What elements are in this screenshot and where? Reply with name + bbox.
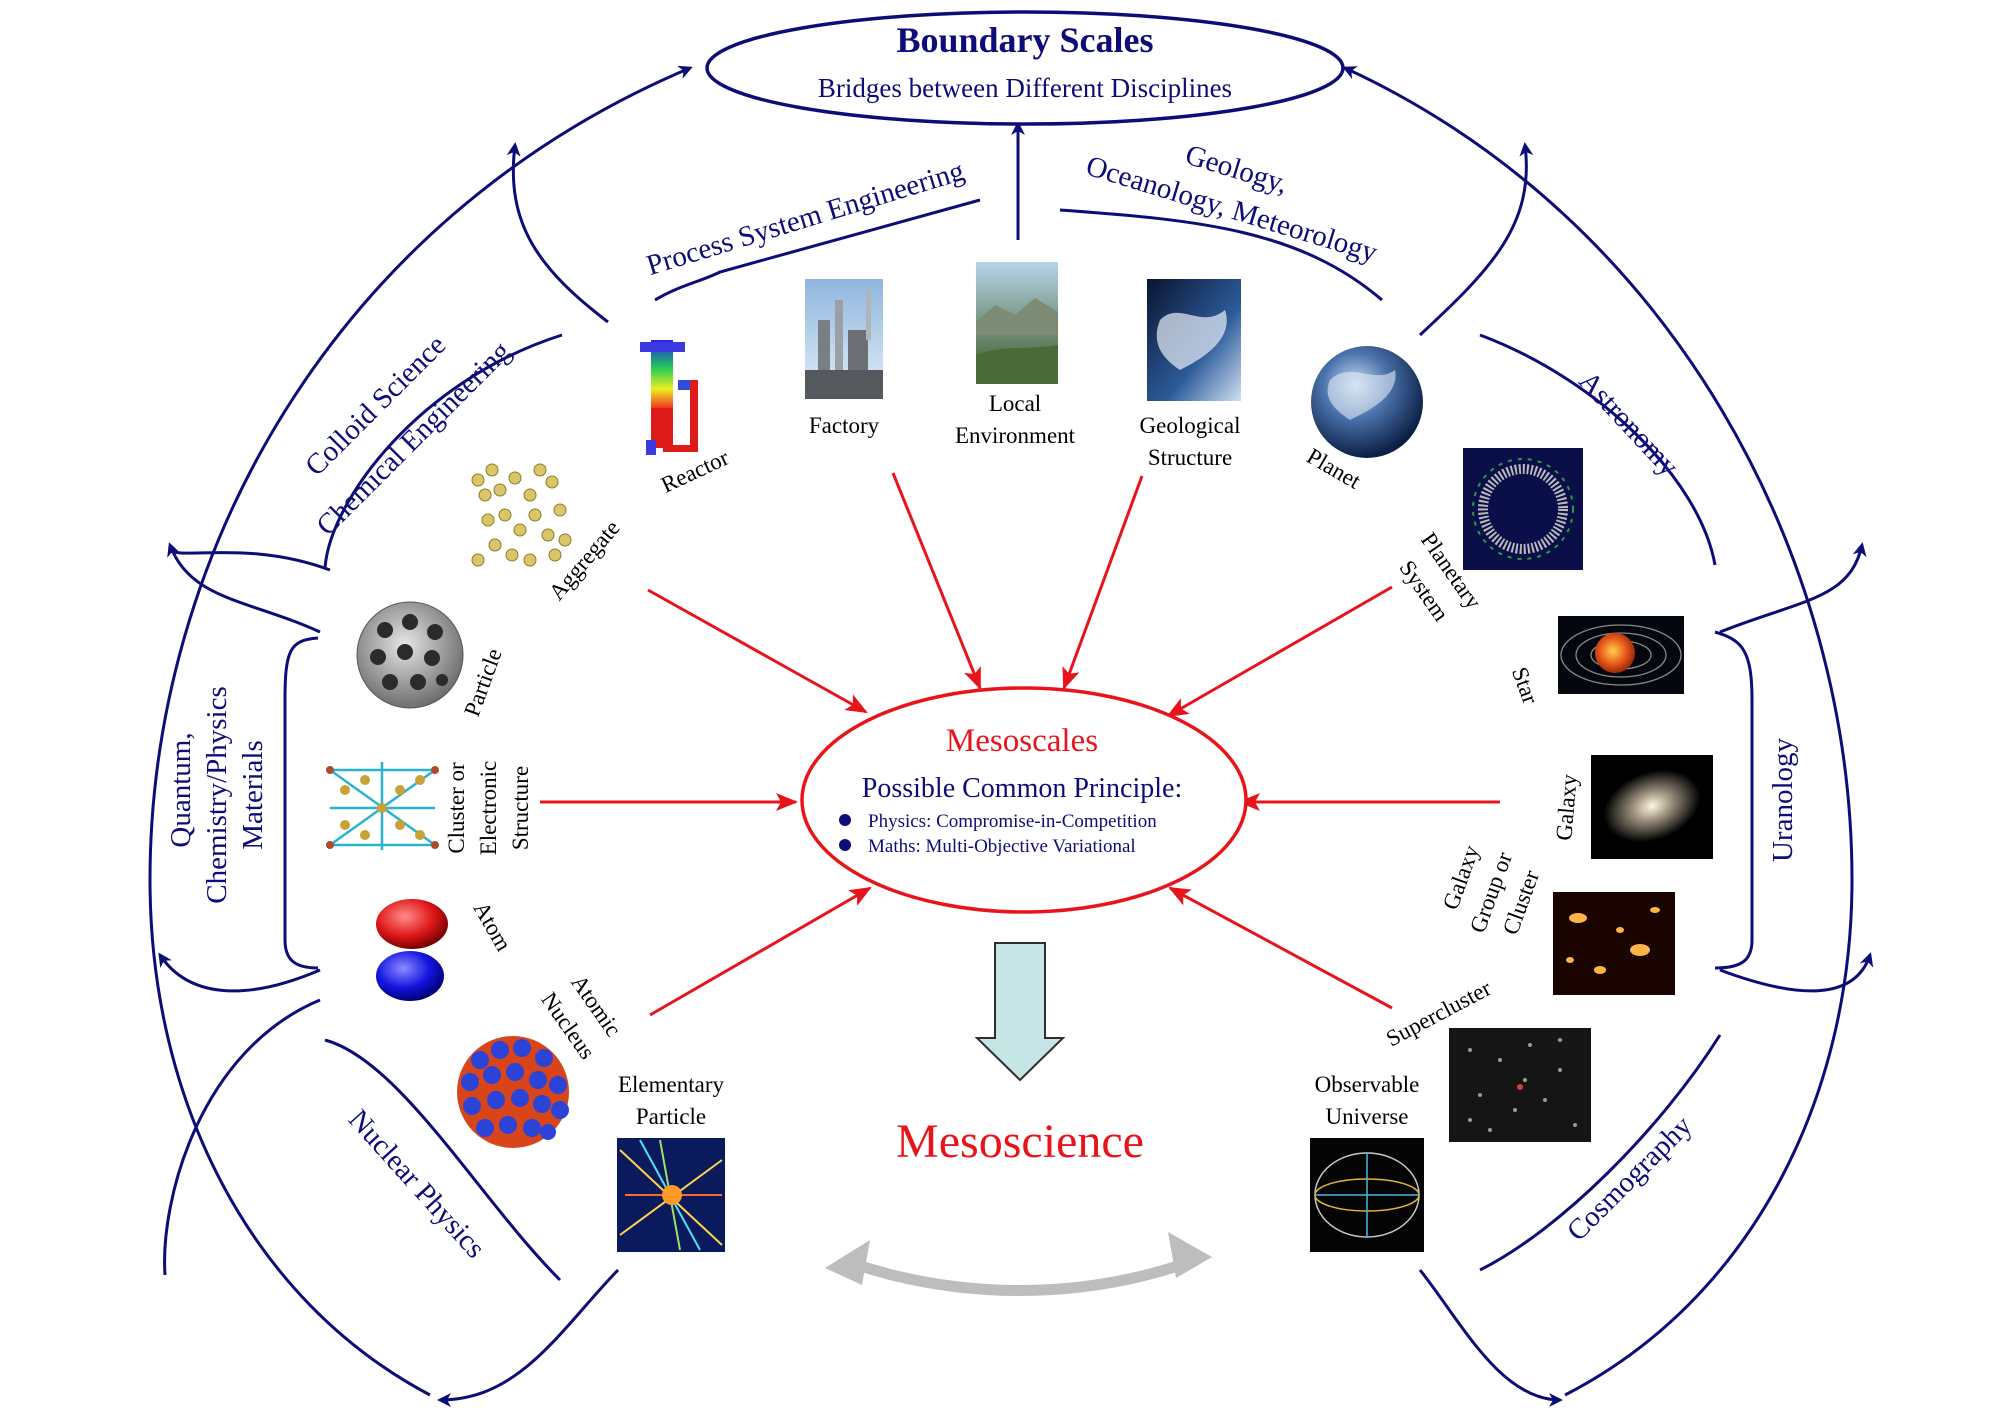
local-env-line2: Environment (955, 423, 1076, 448)
discipline-astronomy: Astronomy (1572, 365, 1685, 483)
geo-struct-line2: Structure (1148, 445, 1232, 470)
right-connector-mid (1719, 542, 1867, 634)
boundary-scales-ellipse (705, 10, 1345, 126)
elementary-line2: Particle (636, 1104, 706, 1129)
left-connector-low (158, 952, 321, 993)
discipline-nuclear-physics: Nuclear Physics (342, 1104, 491, 1265)
observable-line1: Observable (1315, 1072, 1420, 1097)
atom-label: Atom (469, 897, 517, 955)
double-arrow-head-left (825, 1240, 870, 1285)
discipline-quantum-line3: Materials (237, 740, 269, 850)
brace-process-system-engineering (654, 198, 981, 302)
bullet-1-dot (839, 814, 851, 826)
return-arc-bottom-left (437, 1268, 620, 1407)
return-arc-bottom-right (1418, 1269, 1563, 1407)
bullet-2-dot (839, 839, 851, 851)
boundary-scales-title: Boundary Scales (896, 20, 1153, 60)
arrow-factory (891, 472, 982, 690)
arrow-nucleus (649, 886, 872, 1017)
mesoscales-title: Mesoscales (946, 723, 1098, 759)
atom-blue-lobe (376, 951, 444, 1001)
arrow-planetary (1166, 585, 1393, 718)
brace-quantum (283, 636, 319, 970)
reactor-image (640, 340, 698, 455)
brace-nuclear (324, 1038, 562, 1282)
arrow-aggregate (647, 588, 868, 714)
down-arrow (974, 942, 1066, 1082)
inner-arrow-left (506, 142, 609, 324)
return-arc-bottom-left-2 (163, 998, 321, 1276)
particle-label: Particle (459, 645, 507, 720)
arrow-supercluster (1168, 886, 1393, 1010)
cluster-line3: Structure (508, 766, 533, 850)
outer-arc-right (1342, 66, 1854, 1397)
planet-clouds (1327, 370, 1396, 420)
particle-pores (370, 614, 448, 690)
elementary-particle-image (617, 1138, 725, 1252)
outer-arc-left (148, 65, 693, 1397)
star-label: Star (1507, 664, 1543, 708)
discipline-uranology: Uranology (1767, 737, 1799, 862)
local-env-line1: Local (989, 391, 1041, 416)
geological-structure-image (1147, 279, 1241, 401)
reactor-label: Reactor (657, 445, 733, 498)
brace-cosmography (1479, 1034, 1722, 1272)
double-arrow-head-right (1168, 1232, 1212, 1278)
geo-struct-line1: Geological (1140, 413, 1241, 438)
cluster-line1: Cluster or (444, 762, 469, 854)
inner-arrow-right (1418, 142, 1534, 337)
planetary-system-image (1463, 448, 1583, 570)
bullet-2: Maths: Multi-Objective Variational (868, 836, 1136, 857)
arrow-geological (1062, 475, 1144, 690)
bullet-1: Physics: Compromise-in-Competition (868, 811, 1157, 832)
mesoscales-ellipse (800, 686, 1248, 914)
observable-line2: Universe (1325, 1104, 1408, 1129)
local-environment-image (976, 262, 1058, 384)
galaxy-group-image (1553, 892, 1675, 995)
mesoscience-label: Mesoscience (896, 1115, 1144, 1168)
star-image (1558, 616, 1684, 694)
brace-colloid (323, 333, 563, 569)
left-connector-colloid (168, 548, 331, 572)
right-connector-low (1719, 952, 1874, 993)
atom-red-lobe (376, 899, 448, 949)
galaxy-image (1591, 755, 1713, 859)
supercluster-image (1449, 1028, 1591, 1142)
brace-uranology (1714, 630, 1754, 970)
cluster-image (325, 760, 440, 852)
brace-astronomy (1479, 333, 1717, 566)
aggregate-image (471, 463, 572, 567)
common-principle: Possible Common Principle: (862, 773, 1182, 804)
discipline-quantum-line2: Chemistry/Physics (201, 686, 233, 904)
galaxy-label: Galaxy (1551, 773, 1582, 842)
atomic-nucleus-image (457, 1036, 569, 1148)
double-arrow (842, 1256, 1196, 1296)
cluster-line2: Electronic (476, 761, 501, 856)
discipline-quantum-line1: Quantum, (165, 732, 197, 847)
boundary-scales-subtitle: Bridges between Different Disciplines (818, 73, 1232, 103)
observable-universe-image (1310, 1138, 1424, 1252)
factory-label: Factory (809, 413, 880, 438)
elementary-line1: Elementary (618, 1072, 725, 1097)
factory-image (805, 279, 883, 399)
left-connector-mid (167, 542, 321, 634)
brace-geology (1059, 208, 1383, 302)
